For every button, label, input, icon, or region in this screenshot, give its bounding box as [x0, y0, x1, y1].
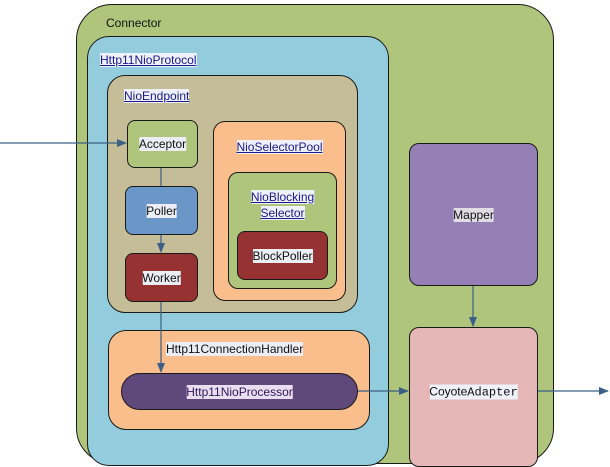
http11-nio-processor-node: Http11NioProcessor: [121, 373, 358, 410]
endpoint-label[interactable]: NioEndpoint: [124, 89, 190, 103]
coyote-adapter-node: CoyoteAdapter: [409, 327, 538, 467]
acceptor-node: Acceptor: [127, 120, 198, 168]
poller-label: Poller: [146, 203, 177, 218]
adapter-label-part2: Adapter: [467, 385, 518, 400]
acceptor-label: Acceptor: [138, 137, 187, 151]
poller-node: Poller: [125, 186, 198, 235]
blocking-selector-label-line2[interactable]: Selector: [260, 206, 305, 220]
connector-label: Connector: [106, 16, 162, 30]
worker-node: Worker: [125, 253, 198, 302]
mapper-label: Mapper: [453, 207, 494, 222]
mapper-node: Mapper: [409, 143, 538, 286]
worker-label: Worker: [142, 270, 181, 285]
connection-handler-label: Http11ConnectionHandler: [166, 342, 304, 356]
adapter-label-part1: Coyote: [429, 384, 468, 399]
http11-connection-handler-container: Http11ConnectionHandler: [108, 330, 370, 430]
adapter-label: CoyoteAdapter: [429, 384, 518, 400]
processor-label: Http11NioProcessor: [186, 384, 293, 399]
selector-pool-label[interactable]: NioSelectorPool: [236, 140, 323, 154]
blocking-selector-label-line1[interactable]: NioBlocking: [250, 190, 315, 204]
block-poller-label: BlockPoller: [252, 248, 313, 263]
protocol-label[interactable]: Http11NioProtocol: [100, 53, 197, 67]
block-poller-node: BlockPoller: [237, 231, 328, 280]
